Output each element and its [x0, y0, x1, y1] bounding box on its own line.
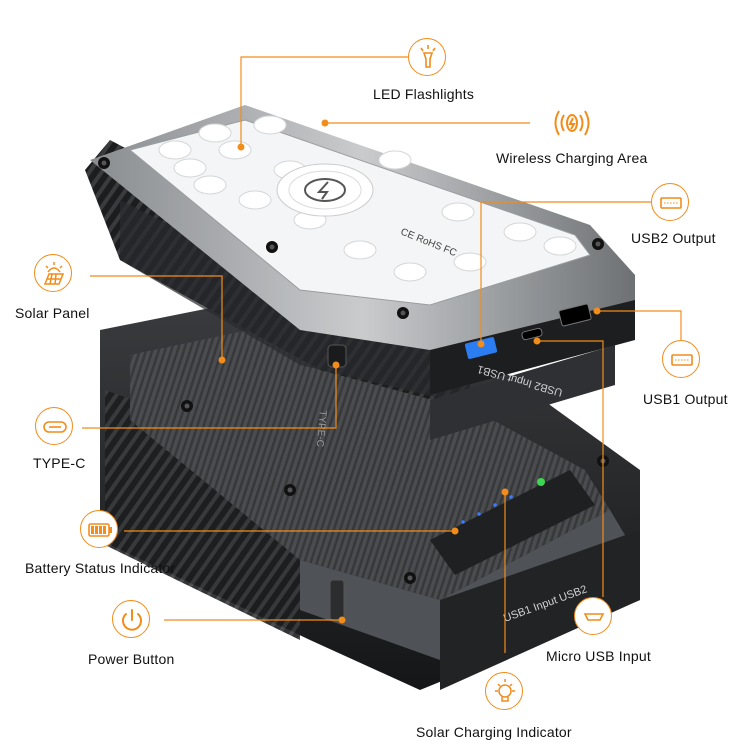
- micro-usb-port-icon: [574, 597, 612, 635]
- label-solar-charging-indicator: Solar Charging Indicator: [416, 724, 572, 740]
- usb-port-icon: [651, 183, 689, 221]
- callout-solar-panel: [90, 275, 223, 360]
- power-icon: [112, 600, 150, 638]
- usb1-port: [558, 303, 592, 327]
- upper-unit: CE RoHS FC USB2 Input USB1 TYPE-C: [85, 105, 635, 447]
- power-button-body: [329, 579, 345, 621]
- solar-charging-led: [537, 478, 545, 486]
- callout-type-c: [82, 365, 337, 429]
- callout-led-flashlights: [240, 56, 408, 147]
- callout-dots: [218, 119, 601, 624]
- usb-port-icon: [662, 340, 700, 378]
- callout-usb1: [597, 310, 682, 340]
- type-c-port-icon: [35, 407, 73, 445]
- callout-usb2: [480, 201, 651, 344]
- lower-bezel: [300, 510, 640, 660]
- usb2-port: [464, 337, 498, 359]
- label-battery-status-indicator: Battery Status Indicator: [25, 560, 176, 576]
- callout-micro-usb: [537, 340, 604, 597]
- indicator-strip: [430, 470, 595, 575]
- label-usb1-output: USB1 Output: [643, 391, 728, 407]
- micro-usb-port: [521, 327, 543, 341]
- label-wireless-charging-area: Wireless Charging Area: [496, 150, 648, 166]
- label-type-c: TYPE-C: [33, 455, 86, 471]
- label-micro-usb-input: Micro USB Input: [546, 648, 651, 664]
- lower-port-face: [440, 530, 640, 690]
- label-solar-panel: Solar Panel: [15, 305, 90, 321]
- callout-lines: [82, 56, 682, 653]
- battery-icon: [80, 510, 118, 548]
- flashlight-icon: [408, 38, 446, 76]
- wireless-charging-icon: [553, 104, 591, 142]
- upper-port-face: [430, 300, 635, 395]
- label-usb2-output: USB2 Output: [631, 230, 716, 246]
- label-led-flashlights: LED Flashlights: [373, 86, 475, 102]
- solar-panel-icon: [34, 254, 72, 292]
- lightbulb-icon: [485, 672, 523, 710]
- wireless-coil: [276, 163, 374, 217]
- label-power-button: Power Button: [88, 651, 175, 667]
